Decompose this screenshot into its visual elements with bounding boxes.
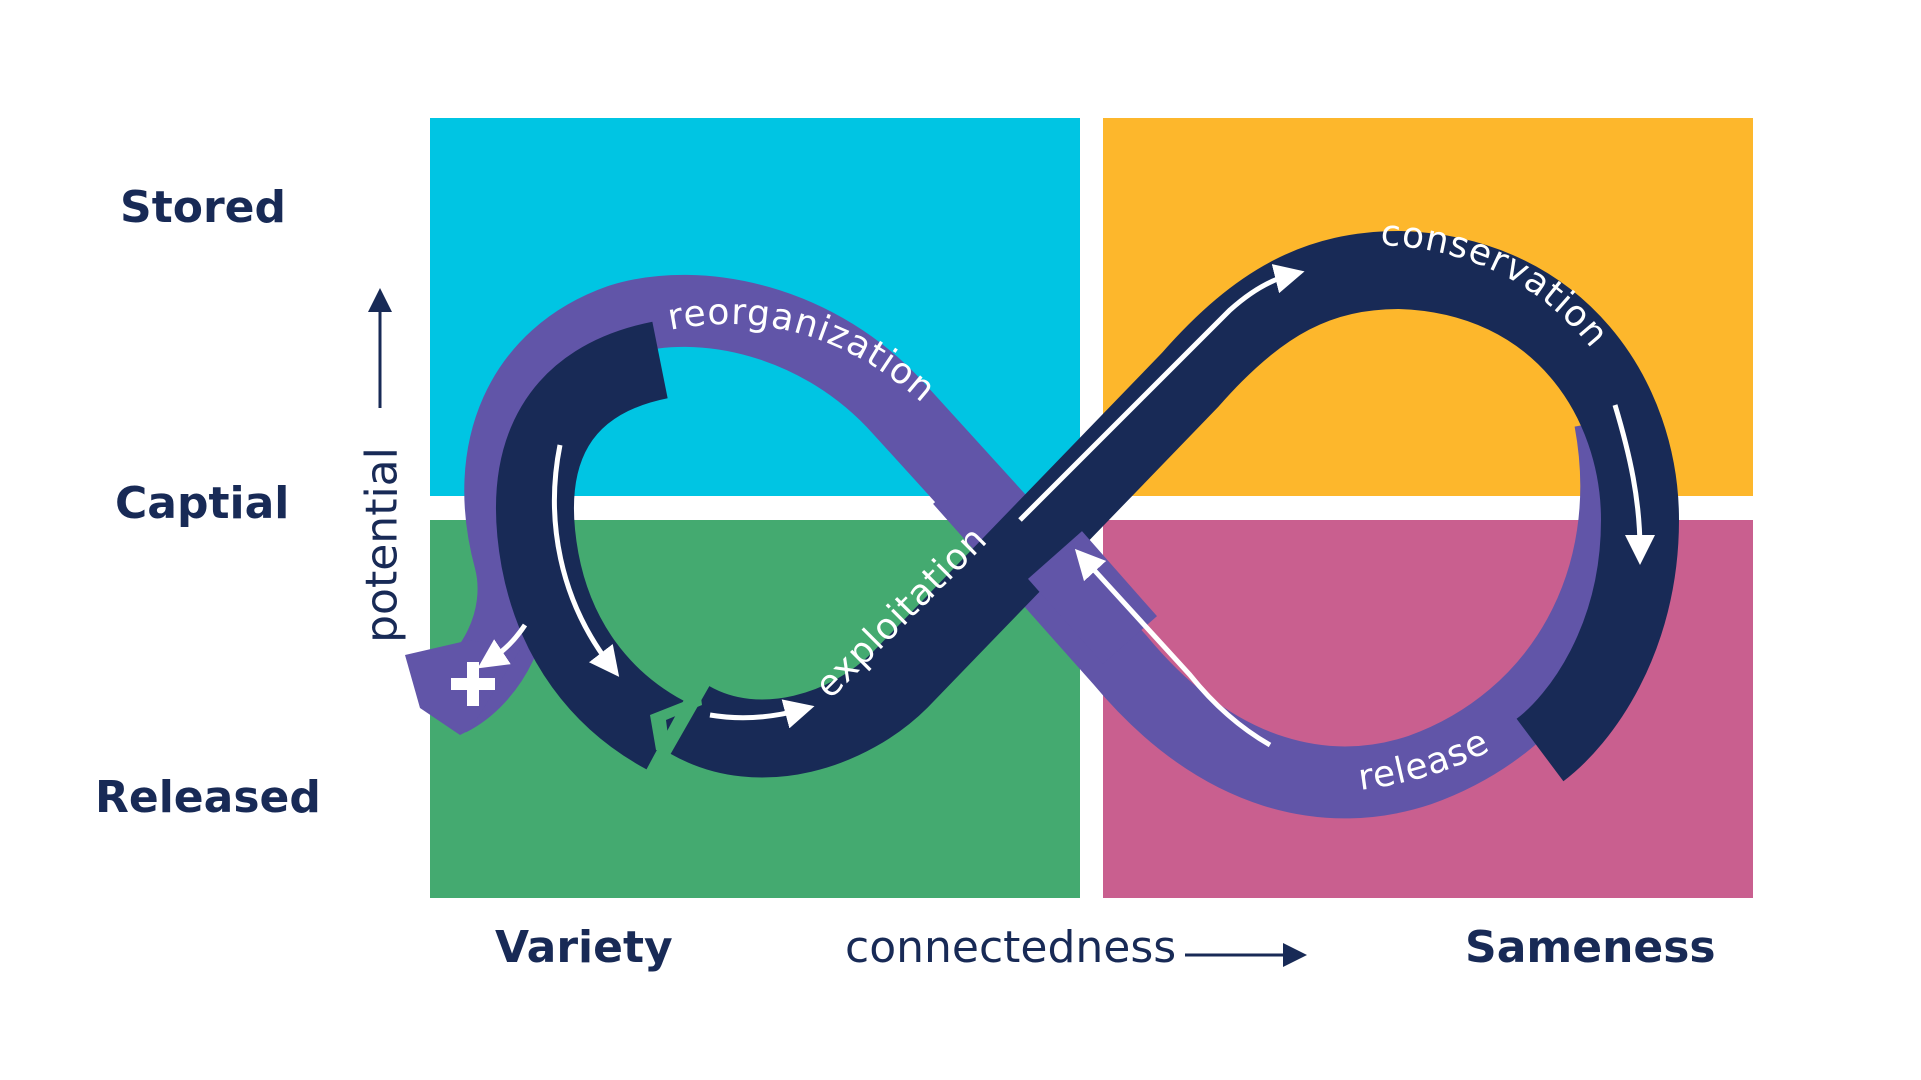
- y-level-stored: Stored: [120, 182, 286, 233]
- flow-arrow-diagonal-up-icon: [1018, 264, 1305, 522]
- band-purple-reorganization: [432, 274, 1027, 733]
- y-level-released: Released: [95, 772, 321, 823]
- band-navy-left-arc: [496, 321, 685, 770]
- band-purple-crossing: [1028, 531, 1157, 664]
- y-level-capital: Captial: [115, 478, 290, 529]
- flow-arrow-right-down-icon: [1612, 404, 1655, 565]
- flow-arrow-release-up-icon: [1074, 548, 1272, 748]
- flow-arrow-exit-icon: [477, 623, 528, 669]
- x-level-variety: Variety: [495, 922, 673, 973]
- x-axis-title: connectedness: [845, 922, 1177, 973]
- flow-arrow-left-down-icon: [551, 444, 620, 677]
- band-notch: [650, 660, 702, 752]
- x-level-sameness: Sameness: [1465, 922, 1716, 973]
- flow-arrow-bottom-right-icon: [709, 699, 815, 729]
- band-navy-exploitation-conservation: [670, 230, 1680, 782]
- plus-icon: [451, 662, 495, 706]
